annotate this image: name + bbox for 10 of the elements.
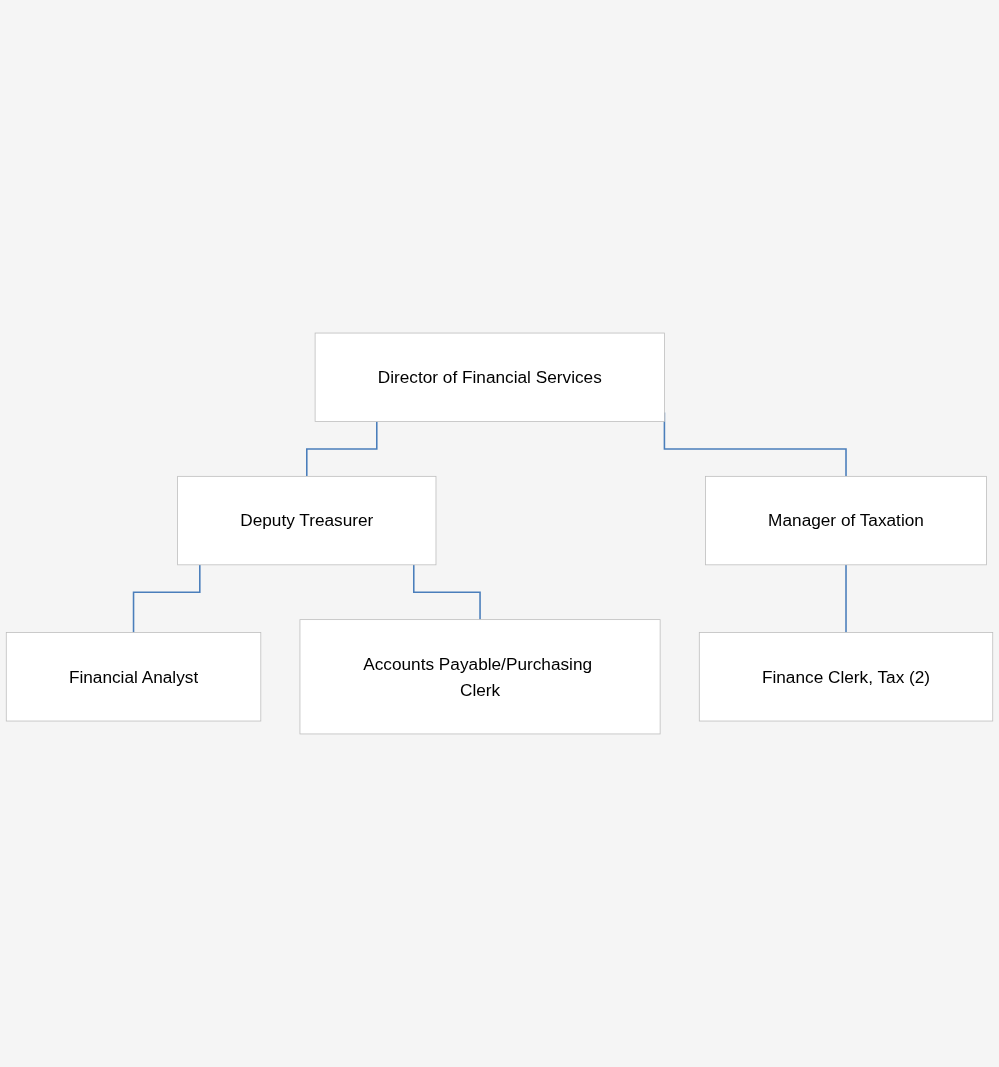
node-box: Financial Analyst — [5, 632, 262, 722]
connector — [132, 564, 201, 634]
connector — [413, 564, 481, 621]
connector — [845, 564, 847, 634]
connector — [306, 420, 378, 478]
node-box: Director of Financial Services — [314, 332, 665, 422]
node-box: Deputy Treasurer — [177, 475, 437, 566]
node-box: Manager of Taxation — [705, 475, 987, 566]
node-box: Finance Clerk, Tax (2) — [698, 632, 994, 722]
node-box: Accounts Payable/Purchasing Clerk — [299, 619, 661, 735]
